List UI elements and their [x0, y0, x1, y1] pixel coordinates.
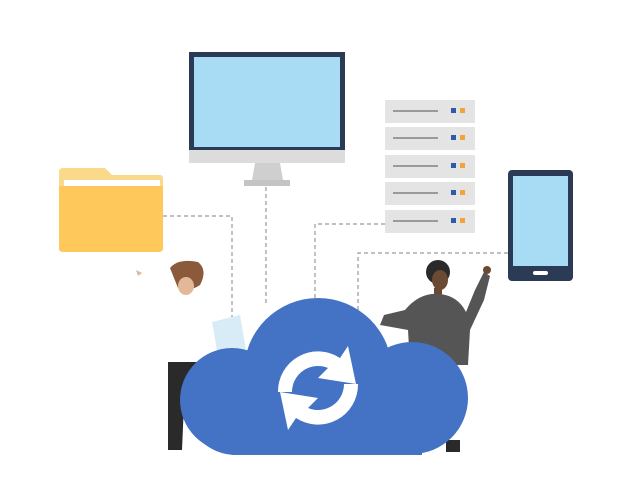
person-left: [136, 260, 246, 450]
tablet-icon: [508, 170, 573, 281]
connector-lines: [163, 187, 508, 320]
folder-icon: [59, 168, 163, 252]
sync-arrows-icon: [277, 346, 359, 430]
monitor-icon: [189, 52, 345, 186]
server-rack-icon: [385, 100, 475, 233]
cloud-icon: [180, 298, 468, 455]
person-right: [380, 260, 491, 452]
